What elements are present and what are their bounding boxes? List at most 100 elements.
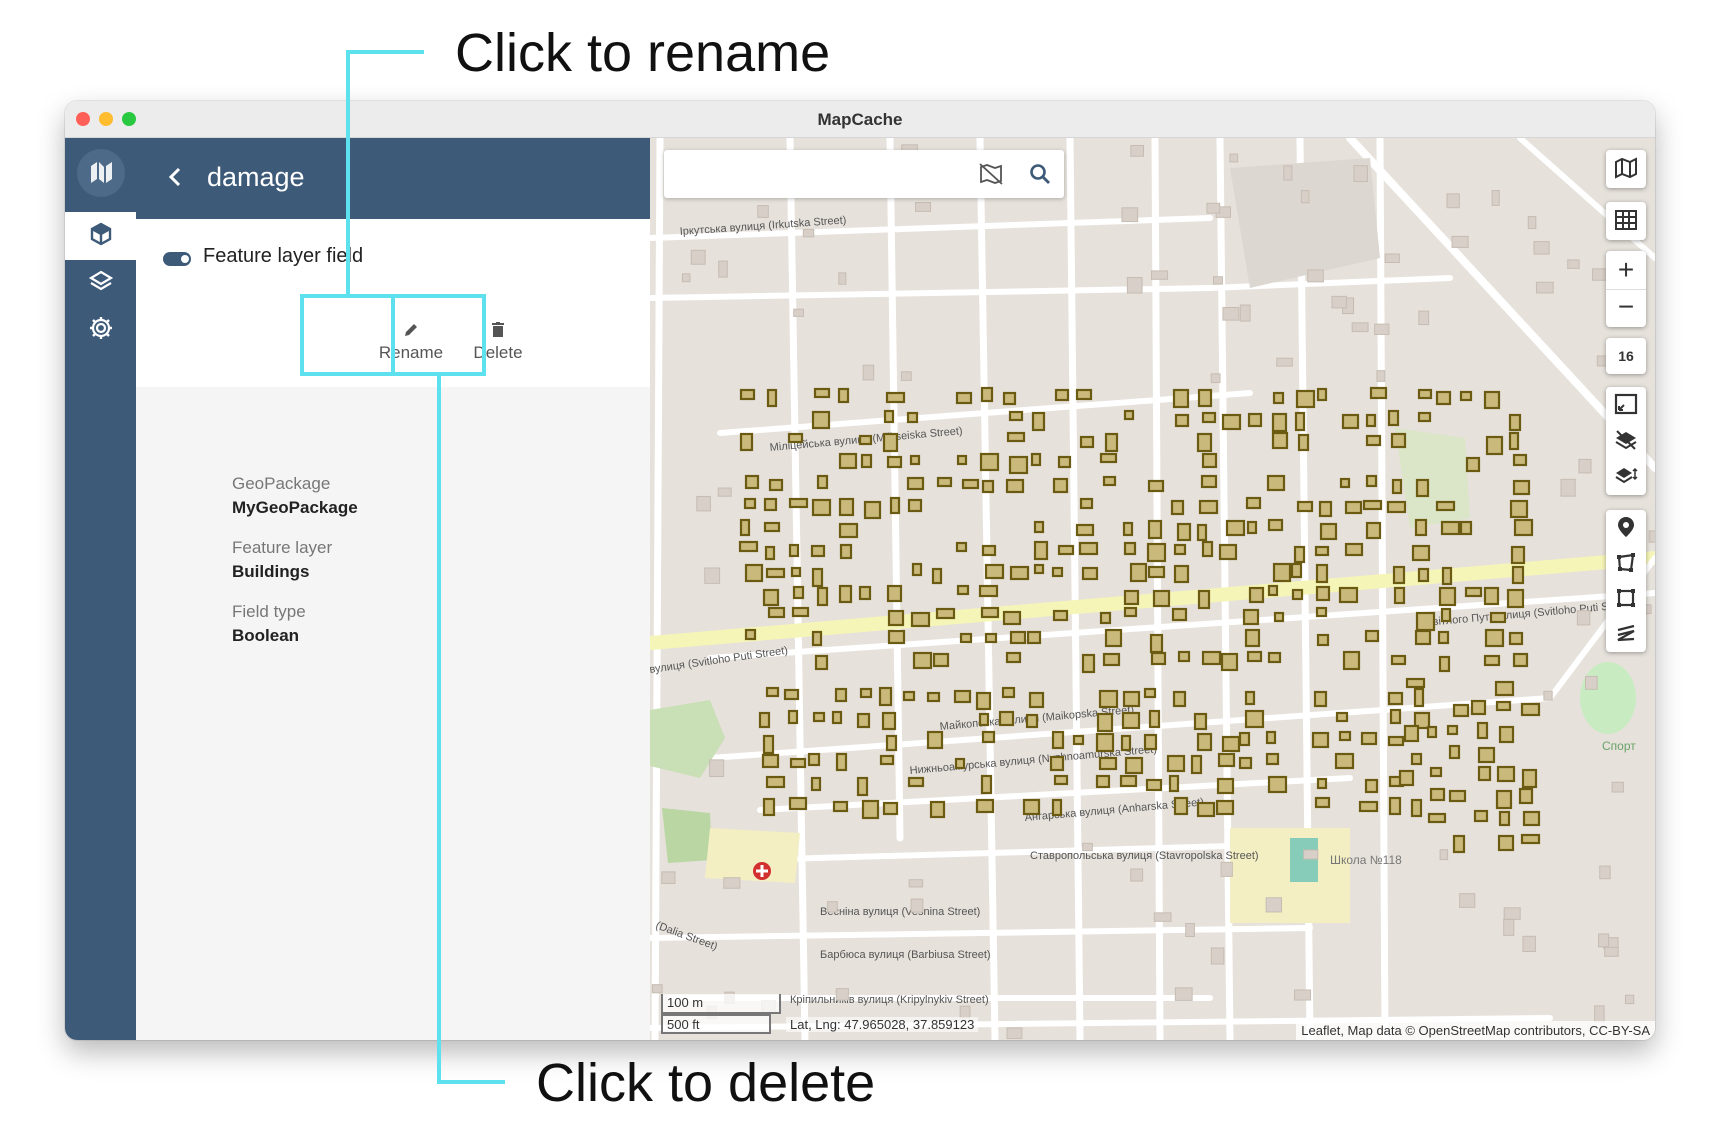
building-feature[interactable] <box>1316 387 1328 402</box>
fit-bounds-icon[interactable] <box>1614 393 1638 418</box>
building-feature[interactable] <box>932 652 950 668</box>
building-feature[interactable] <box>1102 475 1117 487</box>
building-feature[interactable] <box>1498 810 1511 827</box>
building-feature[interactable] <box>1316 777 1328 790</box>
building-feature[interactable] <box>832 800 849 813</box>
building-feature[interactable] <box>835 752 848 772</box>
building-feature[interactable] <box>1476 721 1489 740</box>
building-feature[interactable] <box>739 518 751 537</box>
building-feature[interactable] <box>839 543 853 560</box>
building-feature[interactable] <box>1512 479 1531 496</box>
building-feature[interactable] <box>1335 711 1349 723</box>
building-feature[interactable] <box>744 628 757 641</box>
building-feature[interactable] <box>1198 499 1219 515</box>
building-feature[interactable] <box>1201 411 1217 424</box>
building-feature[interactable] <box>1265 752 1280 766</box>
building-feature[interactable] <box>816 474 829 490</box>
building-feature[interactable] <box>907 498 923 513</box>
building-feature[interactable] <box>1098 756 1118 771</box>
building-feature[interactable] <box>1440 520 1461 536</box>
building-feature[interactable] <box>883 409 895 424</box>
building-feature[interactable] <box>1369 386 1388 400</box>
building-feature[interactable] <box>1146 542 1167 563</box>
building-feature[interactable] <box>814 654 829 671</box>
building-feature[interactable] <box>1197 388 1213 408</box>
building-feature[interactable] <box>1052 477 1069 494</box>
building-feature[interactable] <box>882 801 899 816</box>
building-feature[interactable] <box>1344 542 1364 557</box>
building-feature[interactable] <box>1176 522 1192 542</box>
building-feature[interactable] <box>762 797 776 817</box>
building-feature[interactable] <box>744 474 760 490</box>
building-feature[interactable] <box>812 711 826 723</box>
building-feature[interactable] <box>1435 390 1452 406</box>
building-feature[interactable] <box>1417 411 1432 423</box>
building-feature[interactable] <box>1196 801 1216 818</box>
building-feature[interactable] <box>1509 499 1529 519</box>
building-feature[interactable] <box>1238 756 1253 770</box>
building-feature[interactable] <box>807 752 821 767</box>
building-feature[interactable] <box>1485 435 1504 456</box>
building-feature[interactable] <box>926 691 941 703</box>
building-feature[interactable] <box>858 585 872 601</box>
building-feature[interactable] <box>1459 390 1473 402</box>
building-feature[interactable] <box>1238 731 1251 747</box>
building-feature[interactable] <box>1173 796 1189 816</box>
search-icon[interactable] <box>1028 162 1052 191</box>
building-feature[interactable] <box>1339 477 1351 489</box>
building-feature[interactable] <box>1171 607 1188 622</box>
rail-item-layers[interactable] <box>65 259 136 307</box>
building-feature[interactable] <box>860 453 873 469</box>
building-feature[interactable] <box>838 497 855 517</box>
building-feature[interactable] <box>902 690 916 702</box>
building-feature[interactable] <box>1313 690 1328 708</box>
building-feature[interactable] <box>1415 611 1436 632</box>
building-feature[interactable] <box>912 651 933 670</box>
building-feature[interactable] <box>1365 434 1382 447</box>
building-feature[interactable] <box>1049 755 1065 772</box>
building-feature[interactable] <box>1459 520 1473 536</box>
clear-map-icon[interactable] <box>978 162 1004 191</box>
building-feature[interactable] <box>1388 796 1402 816</box>
building-feature[interactable] <box>790 566 802 578</box>
building-feature[interactable] <box>1452 703 1470 718</box>
building-feature[interactable] <box>1297 433 1310 452</box>
building-feature[interactable] <box>1483 586 1500 606</box>
building-feature[interactable] <box>1166 754 1186 773</box>
building-feature[interactable] <box>1508 431 1520 451</box>
building-feature[interactable] <box>863 500 882 520</box>
building-feature[interactable] <box>886 584 903 603</box>
building-feature[interactable] <box>1148 709 1161 729</box>
building-feature[interactable] <box>1123 589 1140 606</box>
building-feature[interactable] <box>1201 452 1218 469</box>
building-feature[interactable] <box>1364 629 1380 643</box>
building-feature[interactable] <box>1390 654 1407 666</box>
building-feature[interactable] <box>1149 633 1164 654</box>
building-feature[interactable] <box>878 686 893 707</box>
building-feature[interactable] <box>763 497 778 512</box>
building-feature[interactable] <box>783 688 800 701</box>
building-feature[interactable] <box>1095 732 1115 753</box>
building-feature[interactable] <box>1410 798 1423 818</box>
building-feature[interactable] <box>929 800 946 819</box>
building-feature[interactable] <box>955 541 968 553</box>
building-feature[interactable] <box>975 691 992 711</box>
building-feature[interactable] <box>1244 709 1265 729</box>
building-feature[interactable] <box>1172 388 1190 409</box>
building-feature[interactable] <box>1196 732 1213 752</box>
building-feature[interactable] <box>859 687 873 699</box>
building-feature[interactable] <box>959 632 973 644</box>
building-feature[interactable] <box>906 476 925 491</box>
building-feature[interactable] <box>911 562 923 577</box>
building-feature[interactable] <box>1362 499 1383 511</box>
building-feature[interactable] <box>813 387 831 399</box>
building-feature[interactable] <box>931 567 943 585</box>
building-feature[interactable] <box>980 606 1000 619</box>
building-feature[interactable] <box>1129 562 1148 583</box>
map-search-input[interactable] <box>672 158 966 190</box>
building-feature[interactable] <box>1314 545 1330 557</box>
building-feature[interactable] <box>1271 431 1289 450</box>
building-feature[interactable] <box>1152 589 1171 608</box>
building-feature[interactable] <box>765 775 786 789</box>
building-feature[interactable] <box>1173 564 1190 584</box>
